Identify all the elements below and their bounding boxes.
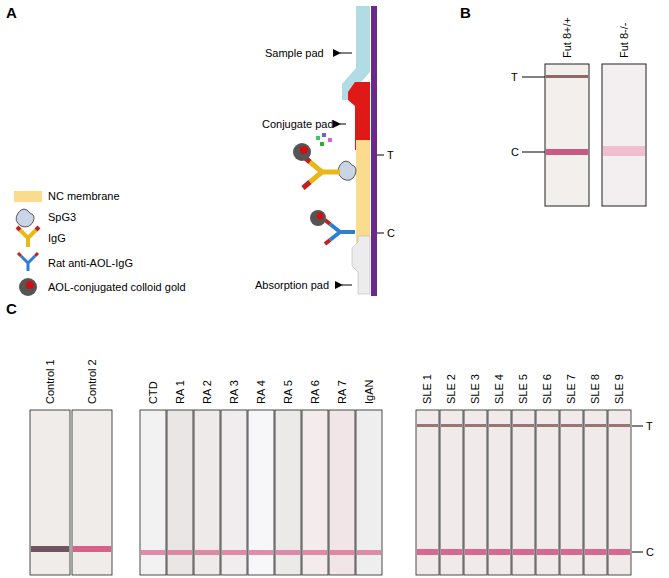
strip-part <box>561 549 582 555</box>
part-label: Conjugate pad <box>262 118 334 131</box>
strip-part <box>512 410 535 575</box>
strip-part <box>585 549 606 555</box>
strip-part <box>513 424 534 427</box>
strip-part <box>221 410 247 575</box>
legend-text: AOL-conjugated colloid gold <box>48 281 186 294</box>
strip-part <box>303 550 327 555</box>
strip-label: RA 2 <box>201 380 214 404</box>
strip-label: RA 7 <box>336 380 349 404</box>
legend-swatch <box>14 191 42 202</box>
strip-part <box>537 424 558 427</box>
strip-part <box>168 550 192 555</box>
strip-part <box>222 550 246 555</box>
strip-part <box>248 410 274 575</box>
strip-part <box>609 424 630 427</box>
panel-letter: B <box>460 4 471 21</box>
strip-label: SLE 7 <box>565 374 578 404</box>
strip-part <box>275 410 301 575</box>
strip-part <box>488 410 511 575</box>
strip-part <box>329 410 355 575</box>
strip-label: SLE 3 <box>469 374 482 404</box>
strip-part <box>536 410 559 575</box>
strip-label: Control 1 <box>44 359 57 404</box>
strip-part <box>73 546 111 552</box>
strip-label: SLE 6 <box>541 374 554 404</box>
strip-part <box>195 550 219 555</box>
strip-part <box>464 410 487 575</box>
strip-part <box>194 410 220 575</box>
strip-part <box>489 424 510 427</box>
strip-label: SLE 4 <box>493 374 506 404</box>
strip-part <box>609 549 630 555</box>
strip-part <box>608 410 631 575</box>
strip-label: SLE 1 <box>421 374 434 404</box>
strip-label: Control 2 <box>86 359 99 404</box>
part-label: T <box>387 149 394 162</box>
strip-part <box>537 549 558 555</box>
strip-part <box>441 549 462 555</box>
strip-part <box>465 424 486 427</box>
strip-part <box>417 424 438 427</box>
strip-label: RA 6 <box>309 380 322 404</box>
strip-part <box>31 546 69 552</box>
strip-part <box>167 410 193 575</box>
part-label: C <box>387 227 395 240</box>
strip-label: RA 4 <box>255 380 268 404</box>
legend-text: NC membrane <box>48 190 120 203</box>
strip-part <box>417 549 438 555</box>
strip-part <box>416 410 439 575</box>
strip-part <box>441 424 462 427</box>
tick <box>632 552 643 553</box>
strip-part <box>440 410 463 575</box>
strip-part <box>513 549 534 555</box>
test-strips-b <box>522 64 646 206</box>
strip-part <box>276 550 300 555</box>
part-label: C <box>646 546 654 559</box>
strip-part <box>30 410 70 575</box>
strip-part <box>330 550 354 555</box>
strip-label: SLE 8 <box>589 374 602 404</box>
strip-part <box>357 550 381 555</box>
strip-label: RA 5 <box>282 380 295 404</box>
strip-part <box>249 550 273 555</box>
strip-label: Fut 8+/+ <box>561 17 574 58</box>
strip-part <box>140 410 166 575</box>
strip-label: SLE 2 <box>445 374 458 404</box>
legend-icons <box>16 209 39 296</box>
strip-label: CTD <box>147 381 160 404</box>
strip-part <box>72 410 112 575</box>
panel-letter: A <box>6 4 17 21</box>
strip-part <box>356 410 382 575</box>
legend-text: Rat anti-AOL-IgG <box>48 257 133 270</box>
part-label: C <box>511 146 519 159</box>
legend-text: IgG <box>48 232 66 245</box>
legend-text: SpG3 <box>48 211 76 224</box>
strip-label: SLE 5 <box>517 374 530 404</box>
strip-part <box>489 549 510 555</box>
tick <box>632 426 643 427</box>
strip-part <box>584 410 607 575</box>
strip-label: Fut 8-/- <box>618 23 631 58</box>
part-label: Sample pad <box>265 47 324 60</box>
strip-label: RA 1 <box>174 380 187 404</box>
strip-part <box>302 410 328 575</box>
part-label: T <box>511 71 518 84</box>
strip-label: RA 3 <box>228 380 241 404</box>
part-label: Absorption pad <box>255 279 329 292</box>
strip-part <box>561 424 582 427</box>
strip-label: SLE 9 <box>613 374 626 404</box>
part-label: T <box>646 420 653 433</box>
strip-label: IgAN <box>363 380 376 404</box>
strip-part <box>560 410 583 575</box>
strip-part <box>141 550 165 555</box>
panel-letter: C <box>6 300 17 317</box>
strip-part <box>585 424 606 427</box>
test-strips-c <box>30 410 643 575</box>
strip-part <box>465 549 486 555</box>
